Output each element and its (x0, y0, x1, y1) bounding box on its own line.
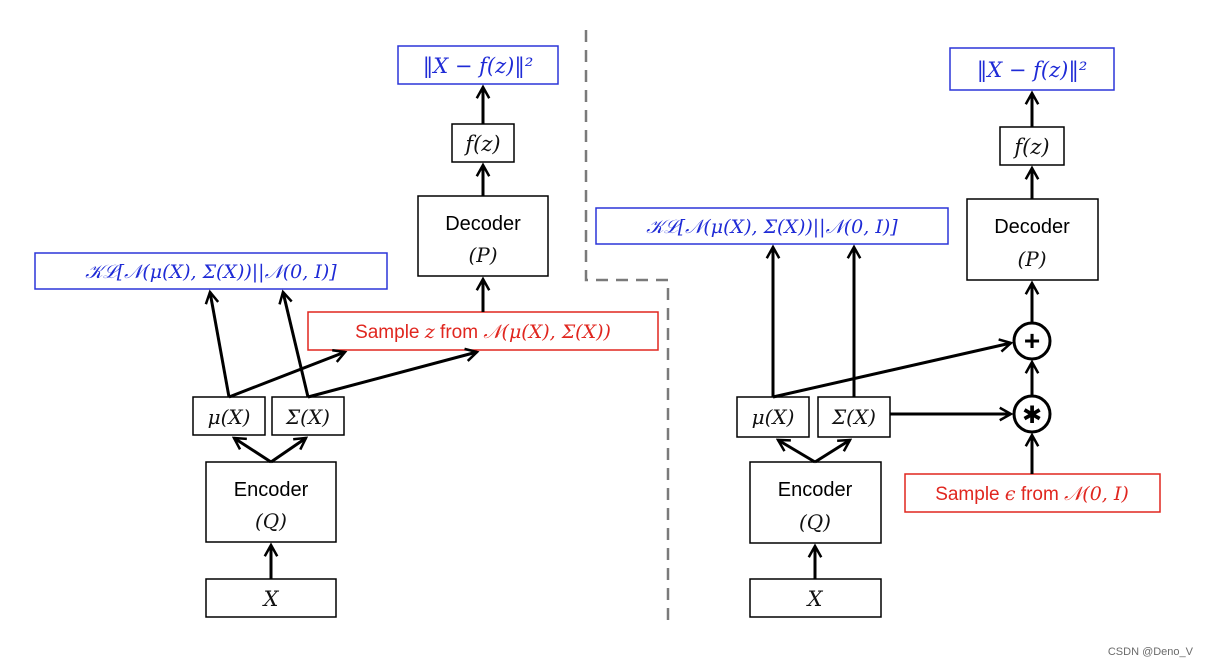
right-diagram: ‖X − f(z)‖² f(z) Decoder (P) 𝒦ℒ[𝒩(μ(X), … (595, 47, 1161, 618)
right-encoder-title: Encoder (778, 479, 853, 501)
left-arrow-sigma-sample (307, 352, 477, 399)
section-divider (584, 30, 670, 626)
left-encoder-title: Encoder (234, 479, 309, 501)
left-kl-box (34, 252, 388, 290)
right-kl-label: 𝒦ℒ[𝒩(μ(X), Σ(X))||𝒩(0, I)] (646, 216, 898, 238)
right-decoder-param: (P) (1017, 247, 1046, 271)
right-decoder-box (966, 198, 1099, 281)
right-add-symbol: + (1024, 325, 1040, 356)
right-arrow-encoder-sigma (814, 440, 850, 464)
left-sample-box (307, 311, 659, 351)
left-decoder-param: (P) (468, 243, 497, 267)
right-loss-label: ‖X − f(z)‖² (977, 58, 1088, 83)
right-sample-label: Sample ϵ from 𝒩(0, I) (935, 483, 1129, 505)
left-decoder-title: Decoder (445, 213, 521, 235)
left-fz-box (451, 123, 515, 163)
left-arrow-sigma-kl (283, 292, 310, 398)
left-fz-label: f(z) (463, 132, 500, 156)
right-fz-label: f(z) (1012, 135, 1049, 159)
right-mu-box (736, 396, 810, 438)
right-mu-label: μ(X) (752, 405, 795, 429)
left-encoder-box (205, 461, 337, 543)
left-arrow-mu-sample (228, 352, 345, 399)
left-arrow-encoder-sigma (270, 438, 306, 464)
left-diagram: ‖X − f(z)‖² f(z) Decoder (P) 𝒦ℒ[𝒩(μ(X), … (34, 45, 659, 618)
right-loss-box (949, 47, 1115, 91)
watermark: CSDN @Deno_V (1108, 646, 1194, 658)
left-input-label: X (262, 587, 280, 611)
left-mu-label: μ(X) (208, 405, 251, 429)
right-encoder-param: (Q) (799, 510, 831, 534)
right-arrow-encoder-mu (778, 440, 816, 464)
right-input-box (749, 578, 882, 618)
right-sigma-box (817, 396, 891, 438)
left-sigma-label: Σ(X) (285, 405, 330, 429)
right-kl-box (595, 207, 949, 245)
left-kl-label: 𝒦ℒ[𝒩(μ(X), Σ(X))||𝒩(0, I)] (85, 261, 337, 283)
left-loss-box (397, 45, 559, 85)
right-encoder-box (749, 461, 882, 544)
right-sigma-label: Σ(X) (831, 405, 876, 429)
left-sigma-box (271, 396, 345, 436)
left-sample-label: Sample z from 𝒩(μ(X), Σ(X)) (355, 321, 611, 343)
right-decoder-title: Decoder (994, 216, 1070, 238)
right-multiply-symbol: ✱ (1022, 402, 1042, 429)
right-fz-box (999, 126, 1065, 166)
left-arrow-mu-kl (210, 292, 231, 398)
left-arrow-encoder-mu (234, 438, 272, 464)
left-input-box (205, 578, 337, 618)
right-sample-box (904, 473, 1161, 513)
right-arrow-mu-add (772, 343, 1011, 399)
left-loss-label: ‖X − f(z)‖² (423, 54, 534, 79)
left-encoder-param: (Q) (255, 509, 287, 533)
left-mu-box (192, 396, 266, 436)
right-input-label: X (806, 587, 824, 611)
